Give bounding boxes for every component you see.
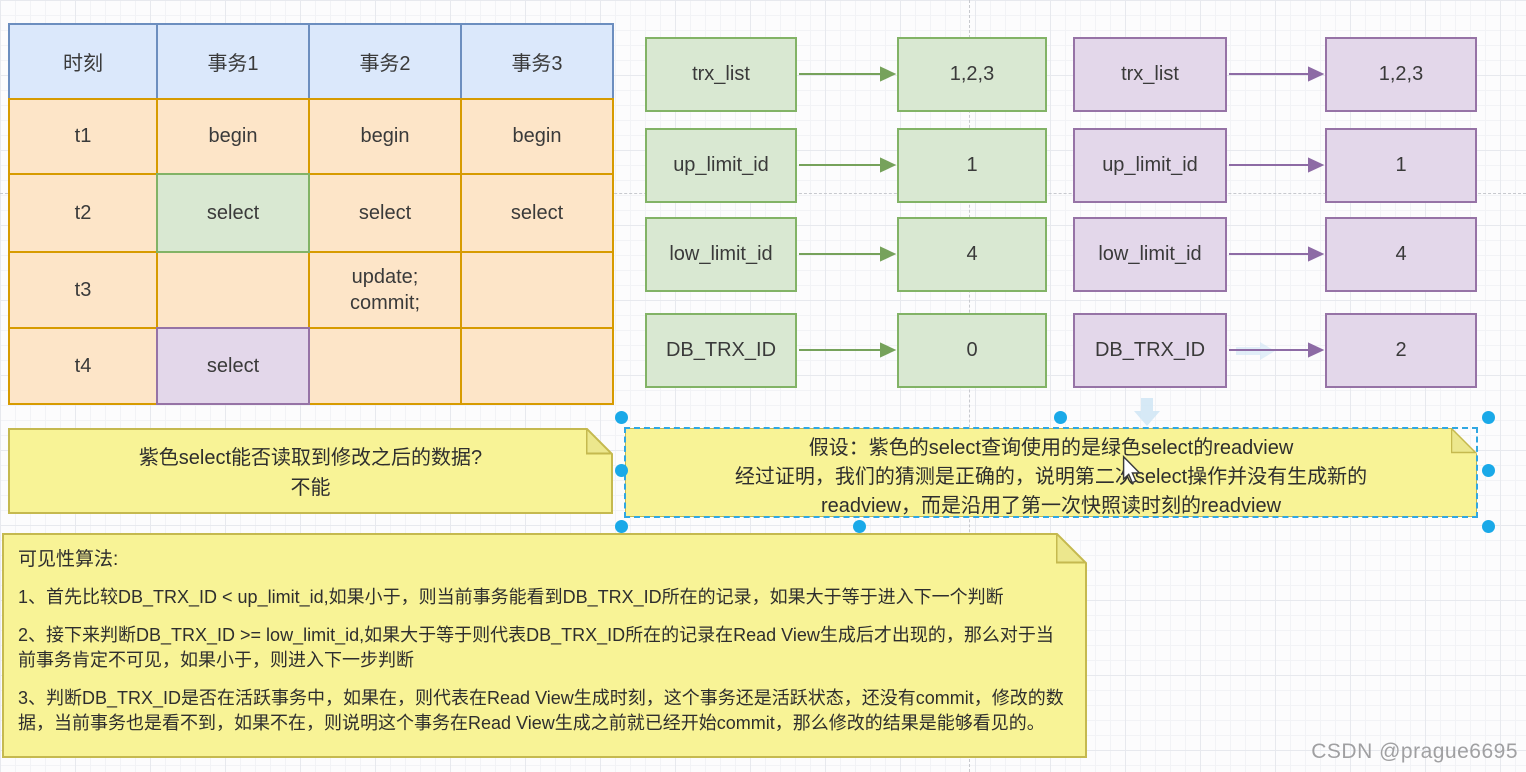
hypothesis-line2: 经过证明，我们的猜测是正确的，说明第二次select操作并没有生成新的: [734, 466, 1368, 488]
table-cell-t4-tx1-purple-select[interactable]: select: [156, 327, 310, 405]
table-cell-t4[interactable]: t4: [8, 327, 158, 405]
note-fold-icon: [1451, 428, 1477, 454]
note-hypothesis[interactable]: 假设：紫色的select查询使用的是绿色select的readview 经过证明…: [625, 428, 1477, 517]
selection-handle[interactable]: [615, 411, 628, 424]
table-header-tx1[interactable]: 事务1: [156, 23, 310, 100]
selection-handle[interactable]: [1482, 520, 1495, 533]
table-cell-t3[interactable]: t3: [8, 251, 158, 329]
purple-up-limit-id-box[interactable]: up_limit_id: [1073, 128, 1227, 203]
purple-low-limit-id-box[interactable]: low_limit_id: [1073, 217, 1227, 292]
green-up-limit-id-value[interactable]: 1: [897, 128, 1047, 203]
selection-handle[interactable]: [615, 520, 628, 533]
green-db-trx-id-value[interactable]: 0: [897, 313, 1047, 388]
note-question[interactable]: 紫色select能否读取到修改之后的数据? 不能: [8, 428, 613, 514]
table-cell-t1-tx3[interactable]: begin: [460, 98, 614, 175]
table-cell-t2[interactable]: t2: [8, 173, 158, 253]
table-cell-t2-tx1-green-select[interactable]: select: [156, 173, 310, 253]
table-cell-t4-tx2[interactable]: [308, 327, 462, 405]
selection-handle[interactable]: [853, 520, 866, 533]
purple-trx-list-box[interactable]: trx_list: [1073, 37, 1227, 112]
hint-arrow-down-icon: [1134, 398, 1160, 426]
table-cell-t3-tx3[interactable]: [460, 251, 614, 329]
table-cell-t1-tx2[interactable]: begin: [308, 98, 462, 175]
selection-handle[interactable]: [1482, 411, 1495, 424]
purple-db-trx-id-value[interactable]: 2: [1325, 313, 1477, 388]
green-low-limit-id-value[interactable]: 4: [897, 217, 1047, 292]
hint-arrow-right-icon: [1236, 342, 1275, 360]
selection-outline: [624, 427, 1478, 518]
purple-up-limit-id-value[interactable]: 1: [1325, 128, 1477, 203]
table-cell-t3-tx2-update-commit[interactable]: update; commit;: [308, 251, 462, 329]
table-cell-t2-tx2[interactable]: select: [308, 173, 462, 253]
green-trx-list-value[interactable]: 1,2,3: [897, 37, 1047, 112]
question-line1: 紫色select能否读取到修改之后的数据?: [138, 447, 483, 469]
table-header-tx2[interactable]: 事务2: [308, 23, 462, 100]
green-up-limit-id-box[interactable]: up_limit_id: [645, 128, 797, 203]
selection-handle[interactable]: [1482, 464, 1495, 477]
table-cell-t3-tx1[interactable]: [156, 251, 310, 329]
note-fold-icon: [586, 428, 613, 455]
table-header-time[interactable]: 时刻: [8, 23, 158, 100]
table-cell-t1-tx1[interactable]: begin: [156, 98, 310, 175]
purple-trx-list-value[interactable]: 1,2,3: [1325, 37, 1477, 112]
green-db-trx-id-box[interactable]: DB_TRX_ID: [645, 313, 797, 388]
hypothesis-line1: 假设：紫色的select查询使用的是绿色select的readview: [808, 437, 1294, 459]
green-trx-list-box[interactable]: trx_list: [645, 37, 797, 112]
hypothesis-line3: readview，而是沿用了第一次快照读时刻的readview: [820, 495, 1282, 517]
table-cell-t2-tx3[interactable]: select: [460, 173, 614, 253]
green-low-limit-id-box[interactable]: low_limit_id: [645, 217, 797, 292]
note-algorithm[interactable]: 可见性算法: 1、首先比较DB_TRX_ID < up_limit_id,如果小…: [2, 533, 1087, 758]
algorithm-step-1: 1、首先比较DB_TRX_ID < up_limit_id,如果小于，则当前事务…: [18, 587, 1004, 607]
purple-db-trx-id-box[interactable]: DB_TRX_ID: [1073, 313, 1227, 388]
mouse-cursor-icon: [1122, 455, 1142, 484]
watermark: CSDN @prague6695: [1311, 740, 1518, 763]
purple-low-limit-id-value[interactable]: 4: [1325, 217, 1477, 292]
table-header-tx3[interactable]: 事务3: [460, 23, 614, 100]
algorithm-step-3: 3、判断DB_TRX_ID是否在活跃事务中，如果在，则代表在Read View生…: [18, 688, 1064, 733]
algorithm-step-2: 2、接下来判断DB_TRX_ID >= low_limit_id,如果大于等于则…: [18, 625, 1054, 670]
table-cell-t1[interactable]: t1: [8, 98, 158, 175]
selection-handle[interactable]: [615, 464, 628, 477]
selection-handle[interactable]: [1054, 411, 1067, 424]
table-cell-t4-tx3[interactable]: [460, 327, 614, 405]
algorithm-title: 可见性算法:: [18, 549, 119, 570]
note-fold-icon: [1056, 533, 1087, 564]
question-line2: 不能: [290, 477, 331, 499]
